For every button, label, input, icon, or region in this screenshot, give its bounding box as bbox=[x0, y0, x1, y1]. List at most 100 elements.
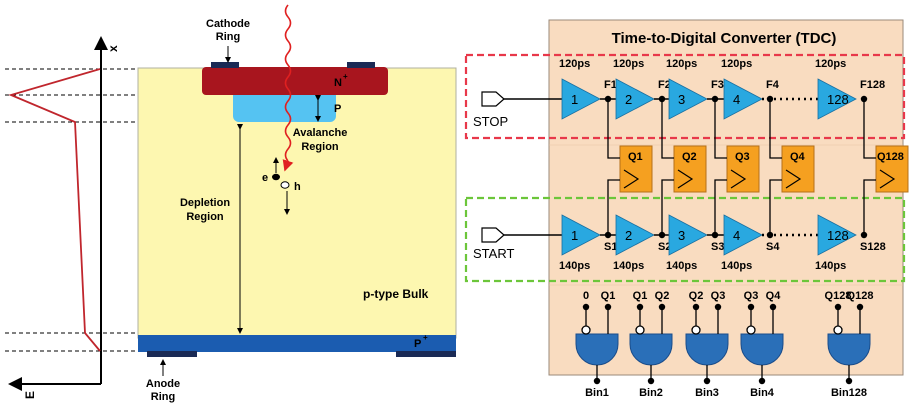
gate-input-label: Q1 bbox=[601, 290, 616, 302]
start-buffer bbox=[561, 214, 601, 256]
flipflop bbox=[781, 145, 815, 193]
s-to-ff-wire bbox=[863, 179, 876, 235]
field-profile bbox=[8, 68, 101, 352]
start-buffer bbox=[668, 214, 708, 256]
tdc-title: Time-to-Digital Converter (TDC) bbox=[612, 30, 837, 47]
start-box bbox=[464, 196, 906, 283]
gate-input-dot bbox=[582, 303, 590, 311]
anode-label-2: Ring bbox=[151, 391, 175, 403]
flipflop bbox=[726, 145, 760, 193]
start-delay-label: 140ps bbox=[815, 260, 846, 272]
f-node-label: F1 bbox=[604, 79, 617, 91]
gate-output-dot bbox=[593, 377, 601, 385]
flipflop-q-label: Q4 bbox=[790, 151, 806, 163]
stop-delay-label: 120ps bbox=[559, 58, 590, 70]
anode-contact-right bbox=[396, 351, 456, 357]
gate-inverter-bubble bbox=[833, 325, 843, 335]
flipflop-clock-symbol bbox=[879, 169, 896, 189]
stop-delay-label: 120ps bbox=[721, 58, 752, 70]
start-buffer bbox=[817, 214, 857, 256]
cathode-contact-right bbox=[347, 62, 375, 68]
start-buffer-index: 128 bbox=[827, 228, 849, 243]
gate-output-dot bbox=[647, 377, 655, 385]
start-delay-label: 140ps bbox=[613, 260, 644, 272]
stop-buffer bbox=[723, 78, 763, 120]
p-plus-superscript: + bbox=[423, 333, 428, 342]
gate-input-dot bbox=[714, 303, 722, 311]
hole bbox=[280, 181, 290, 189]
depletion-label-2: Region bbox=[186, 211, 224, 223]
flipflop-q-label: Q3 bbox=[735, 151, 750, 163]
f-to-ff-wire bbox=[769, 99, 782, 159]
start-buffer-index: 1 bbox=[571, 228, 578, 243]
bin-label: Bin3 bbox=[695, 387, 719, 399]
n-plus-layer bbox=[202, 67, 388, 95]
stop-delay-label: 120ps bbox=[613, 58, 644, 70]
gate-input-label: Q128 bbox=[825, 290, 852, 302]
stop-box bbox=[464, 53, 906, 140]
start-buffer-index: 2 bbox=[625, 228, 632, 243]
cathode-label-1: Cathode bbox=[206, 18, 250, 30]
s-to-ff-wire bbox=[714, 179, 727, 235]
f-node-label: F2 bbox=[658, 79, 671, 91]
gate-inverter-bubble bbox=[581, 325, 591, 335]
f-to-ff-wire bbox=[714, 99, 727, 159]
gate-input-dot bbox=[658, 303, 666, 311]
stop-buffer bbox=[817, 78, 857, 120]
gate-input-label: 0 bbox=[583, 290, 589, 302]
flipflop bbox=[875, 145, 909, 193]
electron-label: e bbox=[262, 172, 268, 184]
start-buffer bbox=[615, 214, 655, 256]
p-label: P bbox=[334, 103, 341, 115]
stop-buffer bbox=[561, 78, 601, 120]
start-buffer bbox=[723, 214, 763, 256]
gate-input-dot bbox=[636, 303, 644, 311]
stop-label: STOP bbox=[473, 114, 508, 129]
gate-input-dot bbox=[747, 303, 755, 311]
x-axis-label: x bbox=[106, 45, 120, 52]
stop-buffer bbox=[615, 78, 655, 120]
start-delay-label: 140ps bbox=[721, 260, 752, 272]
gate-output-dot bbox=[845, 377, 853, 385]
gate-input-label: Q3 bbox=[711, 290, 726, 302]
and-gate bbox=[575, 333, 619, 366]
flipflop bbox=[673, 145, 707, 193]
f-to-ff-wire bbox=[661, 99, 674, 159]
gate-inverter-bubble bbox=[746, 325, 756, 335]
gate-input-label: Q2 bbox=[655, 290, 670, 302]
anode-contact-left bbox=[147, 351, 197, 357]
gate-inverter-bubble bbox=[691, 325, 701, 335]
f-node-label: F128 bbox=[860, 79, 885, 91]
avalanche-label-1: Avalanche bbox=[293, 127, 348, 139]
gate-input-label: Q2 bbox=[689, 290, 704, 302]
f-to-ff-wire bbox=[863, 99, 876, 159]
gate-input-label: Q4 bbox=[766, 290, 782, 302]
depletion-label-1: Depletion bbox=[180, 197, 230, 209]
and-gate bbox=[827, 333, 871, 366]
start-input-port bbox=[481, 227, 505, 243]
s-to-ff-wire bbox=[607, 179, 620, 235]
f-node-label: F4 bbox=[766, 79, 780, 91]
s-node-label: S4 bbox=[766, 241, 780, 253]
anode-label-1: Anode bbox=[146, 378, 180, 390]
e-axis-label: E bbox=[23, 391, 37, 399]
start-label: START bbox=[473, 246, 514, 261]
tdc-block: Time-to-Digital Converter (TDC) STOP STA… bbox=[464, 19, 909, 399]
bin-label: Bin4 bbox=[750, 387, 775, 399]
electron bbox=[272, 173, 280, 181]
p-plus-layer bbox=[138, 335, 456, 352]
flipflop-q-label: Q128 bbox=[877, 151, 904, 163]
stop-delay-label: 120ps bbox=[666, 58, 697, 70]
stop-buffer-index: 4 bbox=[733, 92, 740, 107]
and-gate bbox=[685, 333, 729, 366]
gate-inverter-bubble bbox=[635, 325, 645, 335]
s-node-label: S2 bbox=[658, 241, 671, 253]
flipflop-clock-symbol bbox=[677, 169, 694, 189]
flipflop-q-label: Q1 bbox=[628, 151, 643, 163]
n-plus-label: N bbox=[334, 77, 342, 89]
and-gate bbox=[629, 333, 673, 366]
start-delay-label: 140ps bbox=[666, 260, 697, 272]
s-to-ff-wire bbox=[769, 179, 782, 235]
s-to-ff-wire bbox=[661, 179, 674, 235]
gate-input-label: Q1 bbox=[633, 290, 648, 302]
